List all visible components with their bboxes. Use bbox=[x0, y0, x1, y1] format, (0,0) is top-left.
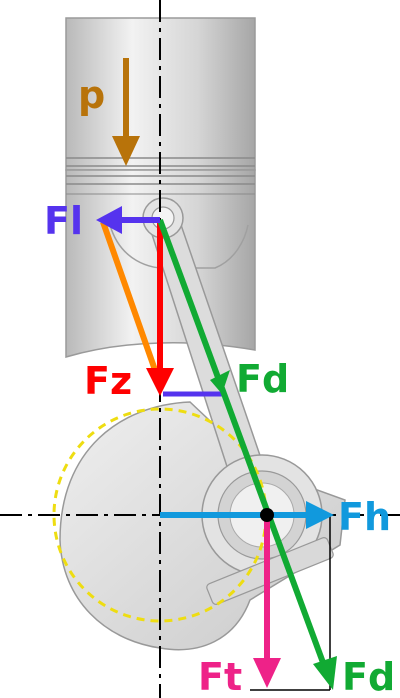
pressure-arrow bbox=[112, 58, 140, 166]
tangential-force-arrow bbox=[253, 515, 281, 688]
pressure-label: p bbox=[78, 73, 105, 117]
rod-force-upper-label: Fd bbox=[236, 357, 289, 401]
rod-force-arrow bbox=[157, 218, 337, 690]
piston-force-label: Fz bbox=[84, 359, 132, 403]
rod-force-upper-arrowhead bbox=[210, 370, 230, 394]
rod-force-lower-label: Fd bbox=[342, 655, 395, 698]
lateral-force-label: Fl bbox=[44, 199, 83, 243]
tangential-force-label: Ft bbox=[198, 655, 242, 698]
lateral-component-arrow bbox=[100, 221, 158, 371]
crank-pin bbox=[260, 508, 274, 522]
lateral-force-arrow bbox=[96, 206, 160, 234]
piston-force-arrow bbox=[146, 220, 174, 396]
horizontal-force-label: Fh bbox=[338, 495, 391, 539]
horizontal-force-arrow bbox=[160, 501, 334, 529]
